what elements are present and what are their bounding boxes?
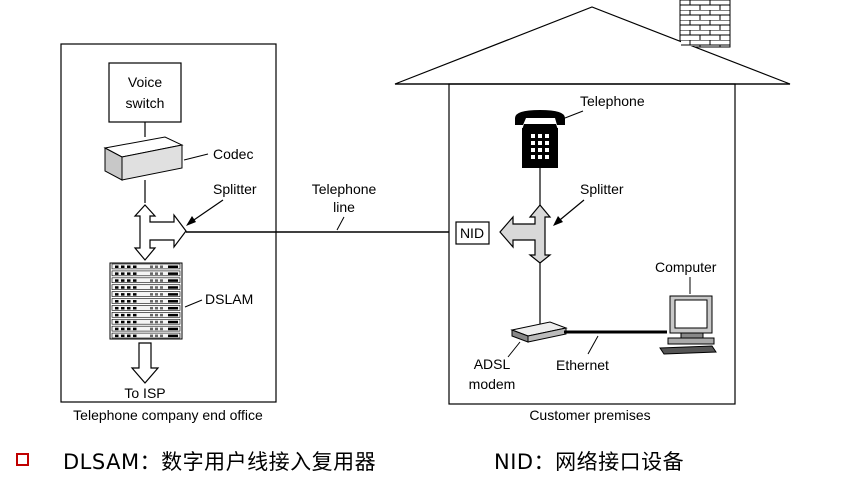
nid-box	[455, 221, 490, 245]
dslam-label: DSLAM	[205, 291, 253, 307]
telephone-icon	[515, 110, 565, 168]
voice-switch: Voice switch	[108, 62, 182, 123]
adsl-modem-icon	[510, 321, 568, 343]
voice-switch-label-1: Voice	[128, 74, 162, 90]
end-office-caption: Telephone company end office	[73, 407, 263, 423]
end-office-splitter	[133, 204, 187, 261]
adsl-modem-label-2: modem	[469, 376, 516, 392]
codec-label: Codec	[213, 146, 253, 162]
to-isp-arrow	[130, 342, 160, 384]
telephone-line-label-1: Telephone	[312, 181, 377, 197]
end-office-box	[60, 43, 277, 403]
telephone-line-label-2: line	[333, 199, 355, 215]
telephone-label: Telephone	[580, 93, 645, 109]
bullet-square-icon	[16, 453, 29, 466]
computer-icon	[659, 295, 717, 355]
voice-switch-label-2: switch	[126, 95, 165, 111]
nid-note: NID：网络接口设备	[494, 450, 685, 474]
to-isp-label: To ISP	[124, 385, 165, 401]
computer-label: Computer	[655, 259, 717, 275]
house-splitter	[499, 204, 552, 264]
house	[394, 0, 791, 405]
house-splitter-label: Splitter	[580, 181, 624, 197]
house-caption: Customer premises	[529, 407, 650, 423]
dslam-note: DLSAM：数字用户线接入复用器	[63, 450, 377, 474]
dslam-rack	[109, 262, 183, 340]
adsl-modem-label-1: ADSL	[474, 356, 511, 372]
nid-label: NID	[460, 225, 484, 241]
codec-device	[103, 136, 184, 181]
ethernet-label: Ethernet	[556, 357, 609, 373]
end-office-splitter-label: Splitter	[213, 181, 257, 197]
